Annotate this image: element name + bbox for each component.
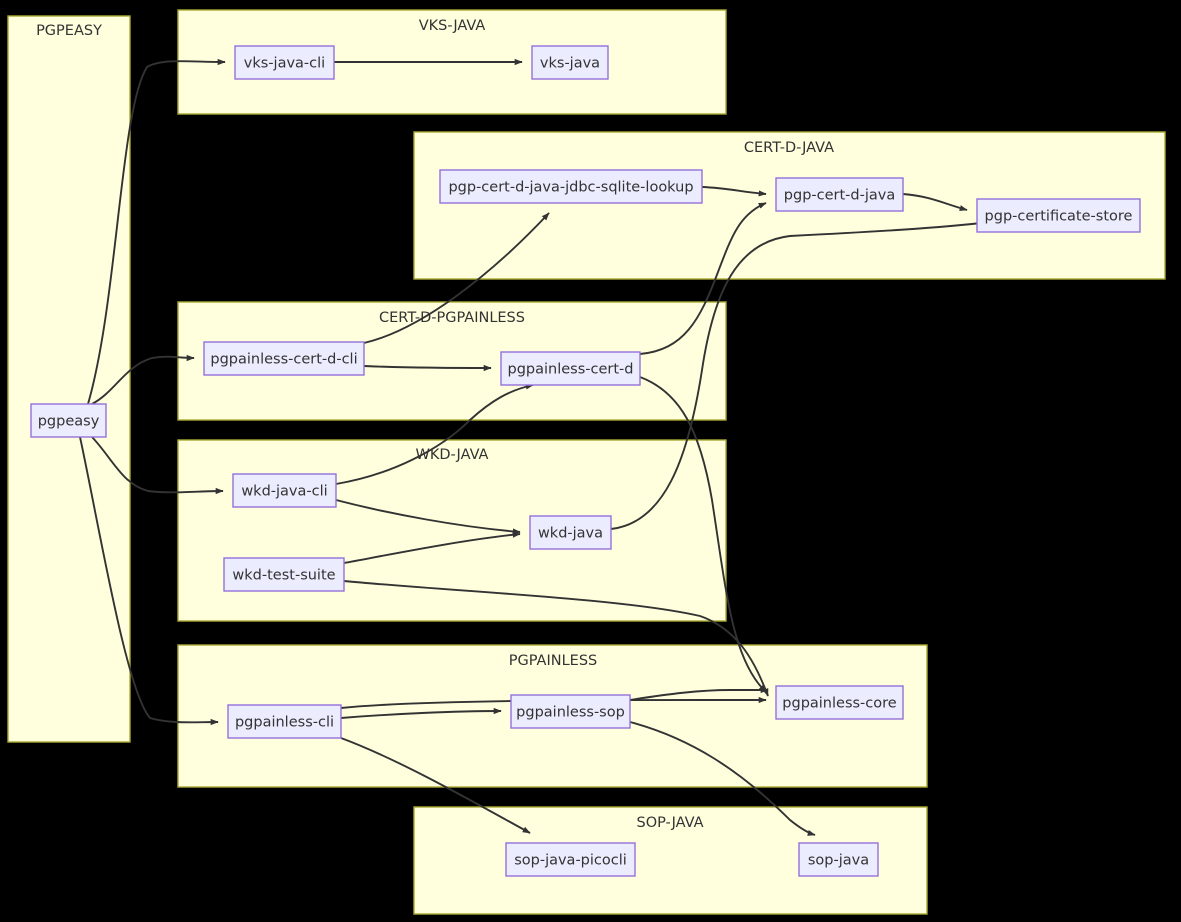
edge-pgpainless-cert-d-cli-to-pgp-cert-d-java-jdbc-sqlite-lookup xyxy=(363,212,550,344)
node-box[interactable] xyxy=(775,177,904,212)
node-pgpainless-cli[interactable]: pgpainless-cli xyxy=(227,704,342,739)
edges-layer xyxy=(79,58,991,836)
edge-pgp-cert-d-java-to-pgp-certificate-store xyxy=(902,193,968,212)
edge-pgpainless-cert-d-to-pgp-cert-d-java xyxy=(639,202,767,355)
node-wkd-java-cli[interactable]: wkd-java-cli xyxy=(232,473,337,508)
edge-pgpeasy-to-vks-java-cli xyxy=(87,58,226,405)
node-box[interactable] xyxy=(505,842,636,877)
edge-wkd-java-cli-to-pgpainless-cert-d xyxy=(335,383,534,485)
edge-wkd-test-suite-to-wkd-java xyxy=(343,531,521,564)
node-pgpainless-cert-d[interactable]: pgpainless-cert-d xyxy=(500,351,641,386)
node-pgpainless-cert-d-cli[interactable]: pgpainless-cert-d-cli xyxy=(203,341,365,376)
node-box[interactable] xyxy=(531,45,609,80)
node-box[interactable] xyxy=(227,704,342,739)
node-box[interactable] xyxy=(976,198,1141,233)
edge-pgpainless-cli-to-sop-java-picocli xyxy=(340,737,531,834)
cluster-box xyxy=(7,15,131,743)
node-box[interactable] xyxy=(30,403,107,438)
cluster-box xyxy=(177,439,727,622)
node-box[interactable] xyxy=(203,341,365,376)
node-box[interactable] xyxy=(223,557,345,592)
node-box[interactable] xyxy=(798,842,879,877)
node-box[interactable] xyxy=(232,473,337,508)
edge-pgpeasy-to-pgpainless-cert-d-cli xyxy=(91,354,195,405)
edge-pgpainless-cert-d-to-pgpainless-core xyxy=(639,376,767,693)
node-box[interactable] xyxy=(439,169,703,204)
edge-pgp-cert-d-java-jdbc-sqlite-lookup-to-pgp-cert-d-java xyxy=(701,186,767,197)
edge-wkd-test-suite-to-pgpainless-core xyxy=(343,580,769,697)
node-pgpainless-core[interactable]: pgpainless-core xyxy=(775,685,904,720)
node-vks-java[interactable]: vks-java xyxy=(531,45,609,80)
node-pgp-certificate-store[interactable]: pgp-certificate-store xyxy=(976,198,1141,233)
node-sop-java[interactable]: sop-java xyxy=(798,842,879,877)
edge-pgpeasy-to-pgpainless-cli xyxy=(79,436,219,726)
node-box[interactable] xyxy=(529,515,612,550)
edge-wkd-java-to-pgp-certificate-store xyxy=(610,219,991,530)
node-vks-java-cli[interactable]: vks-java-cli xyxy=(234,45,335,80)
edge-pgpeasy-to-wkd-java-cli xyxy=(91,436,224,495)
cluster-pgpeasy: PGPEASY xyxy=(7,15,131,743)
edge-pgpainless-cert-d-cli-to-pgpainless-cert-d xyxy=(363,364,492,372)
node-pgp-cert-d-java-jdbc-sqlite-lookup[interactable]: pgp-cert-d-java-jdbc-sqlite-lookup xyxy=(439,169,703,204)
node-box[interactable] xyxy=(234,45,335,80)
node-box[interactable] xyxy=(775,685,904,720)
cluster-wkd_java: WKD-JAVA xyxy=(177,439,727,622)
edge-wkd-java-cli-to-wkd-java xyxy=(335,499,521,535)
edge-pgpainless-sop-to-sop-java xyxy=(629,721,816,836)
node-pgpeasy[interactable]: pgpeasy xyxy=(30,403,107,438)
node-wkd-test-suite[interactable]: wkd-test-suite xyxy=(223,557,345,592)
node-sop-java-picocli[interactable]: sop-java-picocli xyxy=(505,842,636,877)
node-pgp-cert-d-java[interactable]: pgp-cert-d-java xyxy=(775,177,904,212)
edge-pgpainless-sop-to-pgpainless-core xyxy=(629,686,769,701)
node-wkd-java[interactable]: wkd-java xyxy=(529,515,612,550)
edge-pgpainless-cli-to-pgpainless-sop xyxy=(340,707,502,719)
node-pgpainless-sop[interactable]: pgpainless-sop xyxy=(510,694,631,729)
node-box[interactable] xyxy=(500,351,641,386)
node-box[interactable] xyxy=(510,694,631,729)
